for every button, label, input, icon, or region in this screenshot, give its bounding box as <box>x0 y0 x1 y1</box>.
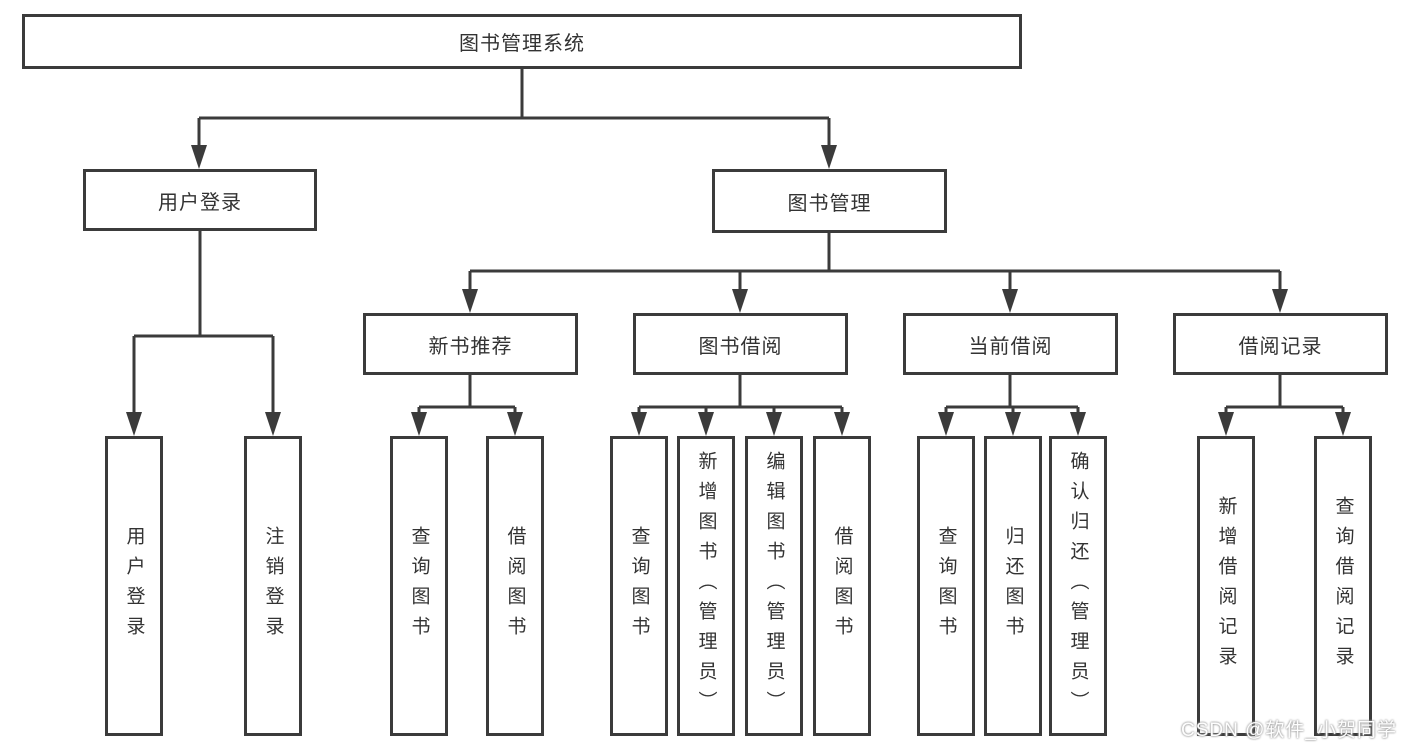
leaf-query-books-borrow-label: 查询图书 <box>628 526 650 646</box>
node-root: 图书管理系统 <box>22 14 1022 69</box>
arrowhead <box>507 412 523 436</box>
leaf-confirm-return-admin: 确认归还（管理员） <box>1049 436 1107 736</box>
arrowhead <box>265 412 281 436</box>
arrowhead <box>1335 412 1351 436</box>
leaf-query-books-newbook: 查询图书 <box>390 436 448 736</box>
leaf-return-book: 归还图书 <box>984 436 1042 736</box>
arrowhead <box>698 412 714 436</box>
connector-currentborrow-to-leaves <box>944 375 1080 418</box>
node-book-borrow: 图书借阅 <box>633 313 848 375</box>
leaf-edit-book-admin: 编辑图书（管理员） <box>745 436 803 736</box>
leaf-borrow-books-borrow: 借阅图书 <box>813 436 871 736</box>
connector-root-to-level2 <box>197 69 831 150</box>
node-new-book-recommend-label: 新书推荐 <box>428 335 513 358</box>
leaf-add-borrow-record: 新增借阅记录 <box>1197 436 1255 736</box>
leaf-query-books-newbook-label: 查询图书 <box>408 526 430 646</box>
arrowhead <box>1005 412 1021 436</box>
arrowhead <box>462 289 478 313</box>
connector-bookmgmt-to-level3 <box>468 233 1282 294</box>
leaf-return-book-label: 归还图书 <box>1002 526 1024 646</box>
leaf-user-login-label: 用户登录 <box>123 526 145 646</box>
leaf-borrow-books-newbook-label: 借阅图书 <box>504 526 526 646</box>
connector-userlogin-to-leaves <box>132 231 275 418</box>
node-current-borrow-label: 当前借阅 <box>968 335 1053 358</box>
node-borrow-records-label: 借阅记录 <box>1238 335 1323 358</box>
node-book-management: 图书管理 <box>712 169 947 233</box>
node-root-label: 图书管理系统 <box>459 33 585 55</box>
leaf-add-book-admin: 新增图书（管理员） <box>677 436 735 736</box>
node-borrow-records: 借阅记录 <box>1173 313 1388 375</box>
leaf-borrow-books-newbook: 借阅图书 <box>486 436 544 736</box>
arrowhead <box>126 412 142 436</box>
leaf-query-books-current: 查询图书 <box>917 436 975 736</box>
arrowhead <box>1070 412 1086 436</box>
leaf-edit-book-admin-label: 编辑图书（管理员） <box>763 451 785 721</box>
arrowheads <box>126 145 1351 436</box>
leaf-user-login: 用户登录 <box>105 436 163 736</box>
leaf-query-books-borrow: 查询图书 <box>610 436 668 736</box>
leaf-query-borrow-record: 查询借阅记录 <box>1314 436 1372 736</box>
arrowhead <box>631 412 647 436</box>
node-current-borrow: 当前借阅 <box>903 313 1118 375</box>
node-book-borrow-label: 图书借阅 <box>698 335 783 358</box>
leaf-add-book-admin-label: 新增图书（管理员） <box>695 451 717 721</box>
node-user-login: 用户登录 <box>83 169 317 231</box>
arrowhead <box>1218 412 1234 436</box>
node-new-book-recommend: 新书推荐 <box>363 313 578 375</box>
connector-newbook-to-leaves <box>417 375 517 418</box>
leaf-add-borrow-record-label: 新增借阅记录 <box>1215 496 1237 676</box>
arrowhead <box>938 412 954 436</box>
arrowhead <box>191 145 207 169</box>
leaf-logout: 注销登录 <box>244 436 302 736</box>
leaf-logout-label: 注销登录 <box>262 526 284 646</box>
node-user-login-label: 用户登录 <box>158 191 242 214</box>
leaf-confirm-return-admin-label: 确认归还（管理员） <box>1067 451 1089 721</box>
watermark-text: CSDN @软件_小贺同学 <box>1181 720 1397 741</box>
leaf-query-books-current-label: 查询图书 <box>935 526 957 646</box>
arrowhead <box>821 145 837 169</box>
leaf-borrow-books-borrow-label: 借阅图书 <box>831 526 853 646</box>
arrowhead <box>732 289 748 313</box>
arrowhead <box>766 412 782 436</box>
node-book-management-label: 图书管理 <box>787 192 872 215</box>
arrowhead <box>1272 289 1288 313</box>
leaf-query-borrow-record-label: 查询借阅记录 <box>1332 496 1354 676</box>
arrowhead <box>1002 289 1018 313</box>
connector-records-to-leaves <box>1224 375 1345 418</box>
connector-bookborrow-to-leaves <box>637 375 844 418</box>
arrowhead <box>834 412 850 436</box>
arrowhead <box>411 412 427 436</box>
